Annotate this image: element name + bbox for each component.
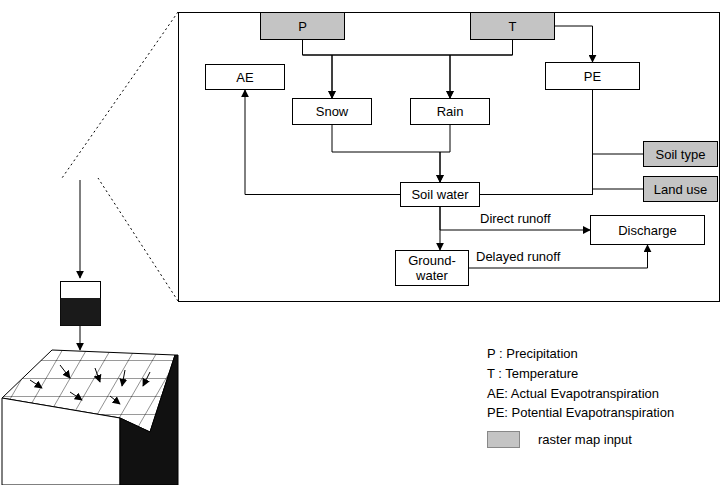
- flow-connector: [303, 40, 333, 98]
- flow-connector: [440, 207, 441, 250]
- raster-input-box: Land use: [643, 176, 718, 202]
- flow-connector: [555, 26, 593, 62]
- flow-connector: [332, 125, 440, 182]
- catchment-front: [120, 355, 178, 485]
- box-label: P: [298, 19, 307, 34]
- box-label: Soil type: [656, 147, 706, 162]
- flow-connector: [480, 154, 643, 195]
- box-text: P: [298, 19, 307, 34]
- raster-input-box: Soil type: [643, 141, 718, 167]
- edge-label: Direct runoff: [478, 211, 553, 226]
- flow-connector: [480, 90, 593, 195]
- flow-arrow: [110, 396, 120, 404]
- box-label: Snow: [316, 104, 349, 119]
- box-label: PE: [584, 69, 601, 84]
- box-label: Land use: [654, 182, 708, 197]
- key-entry: AE: Actual Evapotranspiration: [487, 386, 659, 401]
- process-box: AE: [205, 64, 285, 90]
- flow-connector: [303, 40, 451, 98]
- box-text: Snow: [316, 104, 349, 119]
- zoom-line: [62, 12, 178, 178]
- process-box: Ground- water: [395, 250, 469, 286]
- zoom-arrow: [80, 180, 81, 278]
- process-box: Soil water: [400, 182, 480, 207]
- flow-arrow: [30, 380, 42, 388]
- flow-arrow: [60, 365, 70, 378]
- flow-arrow: [95, 368, 100, 382]
- process-box: Snow: [292, 98, 372, 125]
- legend-text: raster map input: [538, 432, 632, 447]
- box-text: AE: [236, 70, 253, 85]
- flow-connector: [469, 245, 648, 268]
- flow-connector: [440, 125, 450, 182]
- flow-connector: [332, 40, 513, 98]
- zoom-panel: [179, 13, 720, 302]
- box-text: Discharge: [618, 223, 677, 238]
- box-label: Rain: [437, 104, 464, 119]
- box-label: Discharge: [618, 223, 677, 238]
- raster-input-box: P: [260, 12, 345, 40]
- box-label: AE: [236, 70, 253, 85]
- flow-connector: [450, 40, 513, 98]
- flow-connector: [245, 90, 400, 195]
- cell-arrow: [80, 326, 81, 350]
- raster-input-box: T: [470, 12, 555, 40]
- legend-swatch: [487, 431, 520, 448]
- box-text: T: [509, 19, 517, 34]
- flow-connector: [480, 189, 643, 195]
- box-text: Rain: [437, 104, 464, 119]
- zoom-line: [98, 178, 178, 301]
- box-label: T: [509, 19, 517, 34]
- flow-arrow: [70, 392, 82, 400]
- key-entry: T : Temperature: [487, 366, 578, 381]
- cell-cube: [61, 282, 101, 326]
- process-box: Discharge: [590, 215, 705, 245]
- key-entry: P : Precipitation: [487, 346, 578, 361]
- flow-arrows: [30, 365, 150, 404]
- flow-arrow: [143, 372, 150, 386]
- process-box: Rain: [410, 98, 490, 125]
- catchment-side: [2, 398, 120, 485]
- box-label: Ground- water: [396, 253, 468, 283]
- flow-connector: [440, 207, 590, 230]
- box-text: Land use: [654, 182, 708, 197]
- box-text: PE: [584, 69, 601, 84]
- flow-arrow: [122, 370, 125, 386]
- box-text: Soil water: [411, 187, 468, 202]
- box-text: Soil type: [656, 147, 706, 162]
- process-box: PE: [545, 62, 640, 90]
- key-entry: PE: Potential Evapotranspiration: [487, 405, 674, 420]
- edge-label: Delayed runoff: [474, 249, 562, 264]
- box-text: Ground- water: [396, 253, 468, 283]
- cell-cube-shade: [61, 298, 101, 326]
- box-label: Soil water: [411, 187, 468, 202]
